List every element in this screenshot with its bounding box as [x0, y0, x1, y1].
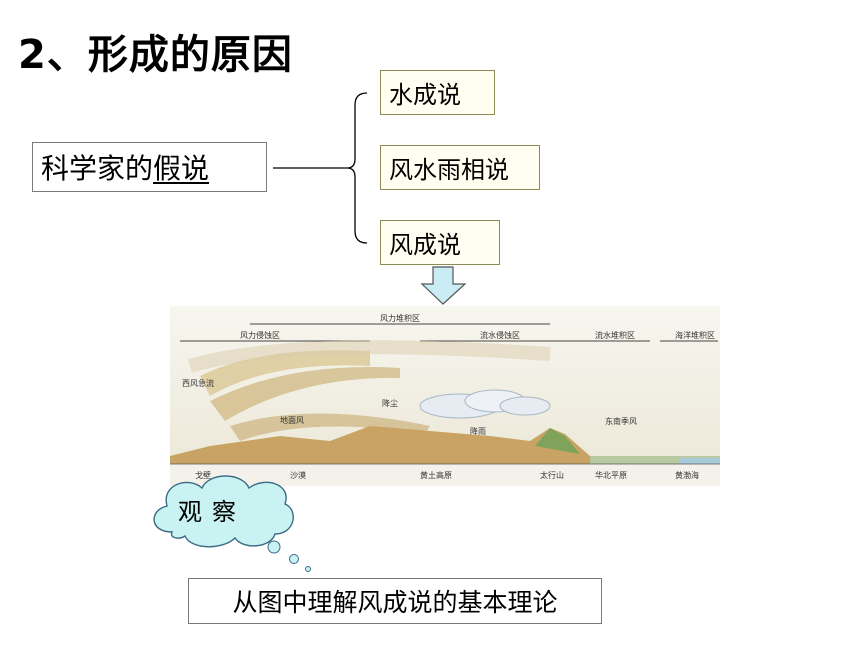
down-arrow-icon: [420, 266, 467, 305]
observe-label: 观察: [178, 498, 246, 526]
label-southeast-monsoon: 东南季风: [605, 416, 637, 426]
loess-formation-diagram: 风力堆积区 风力侵蚀区 流水侵蚀区 流水堆积区 海洋堆积区 西风急流 地面风 降…: [170, 306, 720, 486]
scientist-prefix: 科学家的: [41, 152, 154, 185]
label-loess-plateau: 黄土高原: [420, 470, 452, 480]
label-wind-erosion-zone: 风力侵蚀区: [240, 330, 280, 340]
slide-title: 2、形成的原因: [18, 32, 293, 78]
label-bohai-yellow-sea: 黄渤海: [675, 470, 699, 480]
label-westerly-jet: 西风急流: [182, 378, 214, 388]
label-wind-deposition-zone: 风力堆积区: [380, 313, 420, 323]
curly-brace: [346, 92, 368, 244]
conclusion-box: 从图中理解风成说的基本理论: [188, 578, 602, 624]
thought-bubbles: [267, 540, 311, 572]
label-desert: 沙漠: [290, 470, 306, 480]
label-water-deposition-zone: 流水堆积区: [595, 330, 635, 340]
label-dustfall: 降尘: [382, 398, 398, 408]
terrain: [170, 426, 720, 464]
hypothesis-water: 水成说: [380, 70, 495, 115]
label-north-china-plain: 华北平原: [595, 470, 627, 480]
scientist-hypothesis-box: 科学家的假说: [32, 142, 267, 192]
label-gobi: 戈壁: [195, 470, 211, 480]
label-rainfall: 降雨: [470, 426, 486, 436]
label-ocean-deposition-zone: 海洋堆积区: [675, 330, 715, 340]
brace-connector: [273, 92, 368, 244]
observe-cloud-shape: [153, 475, 294, 548]
label-surface-wind: 地面风: [280, 415, 304, 425]
hypothesis-wind-water-rain: 风水雨相说: [380, 145, 540, 190]
label-taihang-mountains: 太行山: [540, 470, 564, 480]
label-water-erosion-zone: 流水侵蚀区: [480, 330, 520, 340]
hypothesis-wind: 风成说: [380, 220, 500, 265]
hypothesis-underlined: 假说: [153, 152, 210, 185]
